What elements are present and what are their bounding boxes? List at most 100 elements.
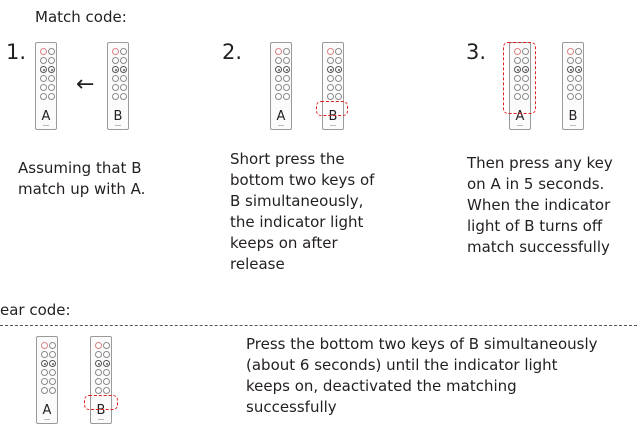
remote-key xyxy=(41,351,48,358)
remote-key xyxy=(103,369,110,376)
remote-key xyxy=(283,75,290,82)
remote-key xyxy=(575,93,582,100)
step-2-line: the indicator light xyxy=(230,213,364,231)
remote-key xyxy=(327,84,334,91)
remote-key xyxy=(327,66,334,73)
remote-label-b: B xyxy=(96,403,106,418)
remote-indicator-bar xyxy=(570,125,576,126)
remote-key xyxy=(514,66,521,73)
remote-key xyxy=(40,84,47,91)
remote-key xyxy=(522,66,529,73)
remote-key xyxy=(567,57,574,64)
remote-label-b: B xyxy=(568,109,578,124)
remote-key xyxy=(95,378,102,385)
remote-key xyxy=(48,57,55,64)
clear-line: Press the bottom two keys of B simultane… xyxy=(246,335,598,353)
remote-key xyxy=(283,57,290,64)
remote-label-b: B xyxy=(113,109,123,124)
remote-key xyxy=(112,66,119,73)
step-2-line: B simultaneously, xyxy=(230,192,364,210)
remote-key xyxy=(567,66,574,73)
remote-a-clear: A xyxy=(36,336,58,424)
remote-label-a: A xyxy=(515,109,525,124)
remote-key xyxy=(48,75,55,82)
step-3-line: match successfully xyxy=(467,238,610,256)
clear-line: (about 6 seconds) until the indicator li… xyxy=(246,356,558,374)
remote-a-step2: A xyxy=(270,42,292,130)
remote-key xyxy=(120,84,127,91)
step-2-description: Short press the bottom two keys of B sim… xyxy=(230,149,374,275)
remote-key xyxy=(41,360,48,367)
remote-key xyxy=(95,342,102,349)
remote-key xyxy=(514,48,521,55)
remote-key xyxy=(522,93,529,100)
remote-key xyxy=(41,378,48,385)
remote-b-clear: B xyxy=(90,336,112,424)
step-2-line: release xyxy=(230,255,285,273)
clear-code-description: Press the bottom two keys of B simultane… xyxy=(246,334,598,418)
remote-key xyxy=(275,75,282,82)
remote-key xyxy=(567,75,574,82)
remote-key xyxy=(327,93,334,100)
remote-key xyxy=(49,342,56,349)
remote-key xyxy=(103,387,110,394)
remote-key xyxy=(522,48,529,55)
highlight-bottom-keys-clear xyxy=(84,395,118,410)
remote-label-a: A xyxy=(42,403,52,418)
remote-key xyxy=(103,342,110,349)
remote-key xyxy=(283,93,290,100)
remote-key xyxy=(275,57,282,64)
remote-key xyxy=(40,66,47,73)
remote-key xyxy=(514,93,521,100)
remote-a-step1: A xyxy=(35,42,57,130)
remote-key xyxy=(48,48,55,55)
remote-key xyxy=(120,93,127,100)
remote-key xyxy=(95,369,102,376)
remote-key xyxy=(48,66,55,73)
remote-key xyxy=(514,57,521,64)
remote-key xyxy=(49,369,56,376)
remote-key xyxy=(95,387,102,394)
remote-a-step3: A xyxy=(509,42,531,130)
step-1-line: match up with A. xyxy=(18,180,146,198)
remote-key xyxy=(120,48,127,55)
step-3-line: Then press any key xyxy=(467,154,613,172)
remote-indicator-bar xyxy=(98,419,104,420)
remote-key xyxy=(575,48,582,55)
remote-key xyxy=(40,48,47,55)
remote-key xyxy=(275,84,282,91)
remote-indicator-bar xyxy=(43,125,49,126)
remote-key xyxy=(335,75,342,82)
remote-b-step3: B xyxy=(562,42,584,130)
remote-key xyxy=(112,75,119,82)
step-2-line: keeps on after xyxy=(230,234,338,252)
remote-indicator-bar xyxy=(330,125,336,126)
remote-key xyxy=(283,84,290,91)
step-3-number: 3. xyxy=(466,40,487,64)
step-2-line: bottom two keys of xyxy=(230,171,375,189)
remote-key xyxy=(112,84,119,91)
remote-label-a: A xyxy=(276,109,286,124)
remote-key xyxy=(514,75,521,82)
remote-key xyxy=(49,378,56,385)
step-2-number: 2. xyxy=(222,40,243,64)
step-3-line: light of B turns off xyxy=(467,217,603,235)
remote-key xyxy=(327,57,334,64)
remote-label-a: A xyxy=(41,109,51,124)
remote-key xyxy=(335,66,342,73)
step-3-description: Then press any key on A in 5 seconds. Wh… xyxy=(467,153,613,258)
remote-key xyxy=(95,351,102,358)
remote-key xyxy=(575,66,582,73)
remote-key xyxy=(275,93,282,100)
remote-label-b: B xyxy=(328,109,338,124)
remote-key xyxy=(522,84,529,91)
remote-key xyxy=(335,84,342,91)
remote-key xyxy=(41,387,48,394)
remote-key xyxy=(522,75,529,82)
remote-key xyxy=(567,84,574,91)
remote-key xyxy=(103,378,110,385)
remote-key xyxy=(275,66,282,73)
remote-key xyxy=(95,360,102,367)
remote-key xyxy=(575,57,582,64)
remote-key xyxy=(49,387,56,394)
